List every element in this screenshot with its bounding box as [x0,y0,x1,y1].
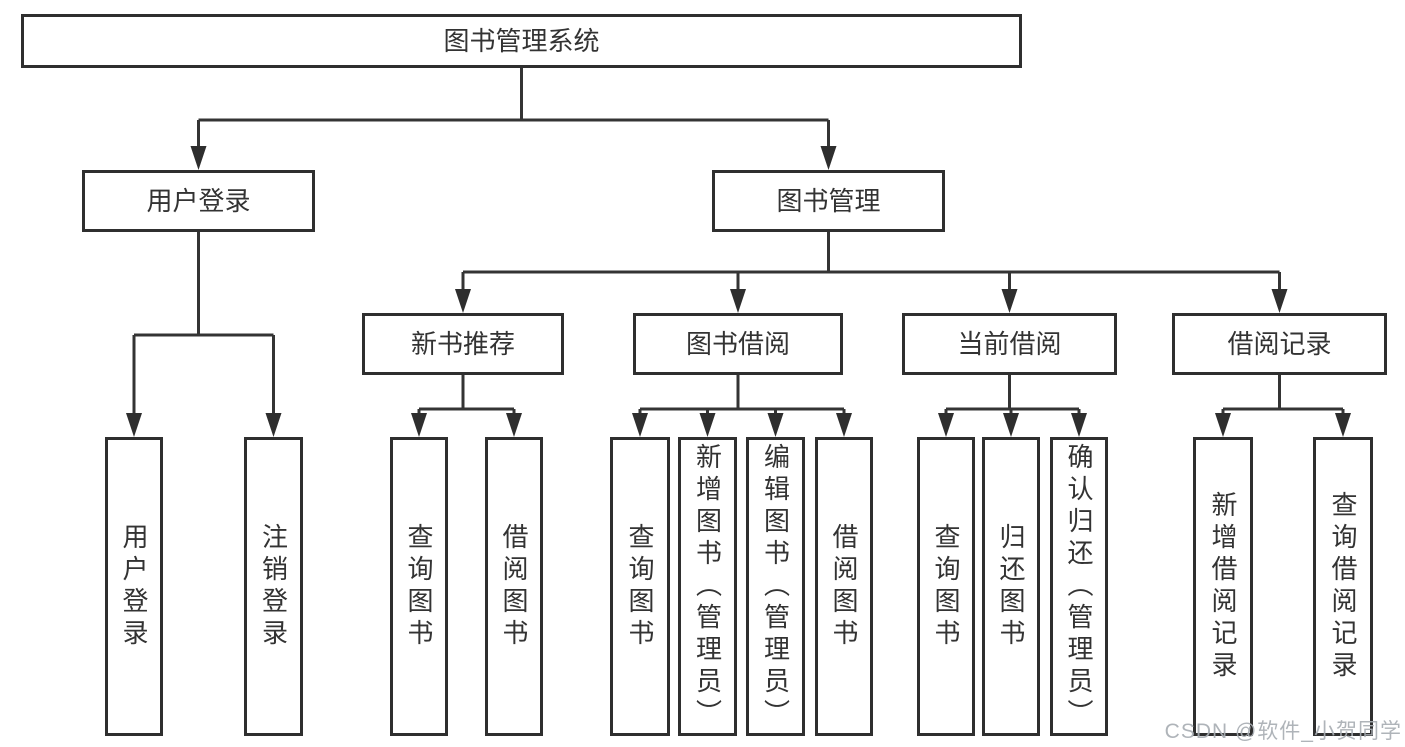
arrowhead-icon [767,413,784,437]
leaf-edit-book-admin: 编辑图书（管理员） [746,437,805,736]
arrowhead-icon [1335,413,1351,437]
arrowhead-icon [1071,413,1087,437]
arrowhead-icon [632,413,648,437]
arrowhead-icon [1271,289,1288,313]
leaf-borrow-book: 借阅图书 [815,437,873,736]
arrowhead-icon [836,413,852,437]
arrowhead-icon [411,413,427,437]
leaf-confirm-return-admin: 确认归还（管理员） [1050,437,1108,736]
node-book-borrow: 图书借阅 [633,313,843,375]
arrowhead-icon [190,146,207,170]
node-borrow-records: 借阅记录 [1172,313,1387,375]
arrowhead-icon [126,413,142,437]
node-current-borrow: 当前借阅 [902,313,1117,375]
leaf-logout-login: 注销登录 [244,437,303,736]
leaf-return-book: 归还图书 [982,437,1040,736]
node-user-login: 用户登录 [82,170,315,232]
arrowhead-icon [699,413,716,437]
leaf-add-borrow-record: 新增借阅记录 [1193,437,1253,736]
csdn-watermark: CSDN @软件_小贺同学 [1164,720,1402,743]
arrowhead-icon [265,413,282,437]
leaf-borrow-book-recommend: 借阅图书 [485,437,543,736]
node-new-book-recommend: 新书推荐 [362,313,564,375]
arrowhead-icon [506,413,522,437]
arrowhead-icon [1003,413,1019,437]
arrowhead-icon [730,289,746,313]
node-book-management: 图书管理 [712,170,945,232]
node-library-system: 图书管理系统 [21,14,1022,68]
arrowhead-icon [1001,289,1018,313]
leaf-query-borrow-record: 查询借阅记录 [1313,437,1373,736]
arrowhead-icon [1215,413,1231,437]
leaf-query-book-current: 查询图书 [917,437,975,736]
leaf-add-book-admin: 新增图书（管理员） [678,437,737,736]
arrowhead-icon [938,413,954,437]
arrowhead-icon [455,289,471,313]
leaf-user-login: 用户登录 [105,437,163,736]
leaf-query-book-recommend: 查询图书 [390,437,448,736]
arrowhead-icon [820,146,837,170]
leaf-query-book-borrow: 查询图书 [610,437,670,736]
